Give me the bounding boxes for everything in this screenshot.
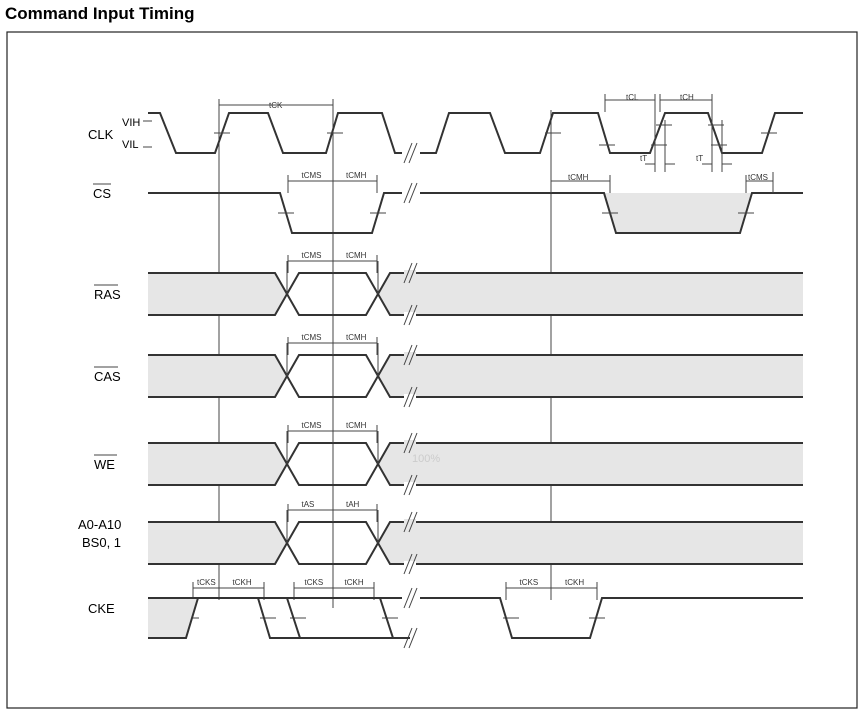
- ras-label: RAS: [94, 287, 121, 302]
- break-gap: [404, 312, 416, 318]
- addr-shaded-before: [148, 522, 287, 564]
- break-icon: [403, 432, 418, 454]
- tt-label-1: tT: [640, 154, 647, 163]
- break-gap: [404, 482, 416, 488]
- we-label: WE: [94, 457, 115, 472]
- break-icon: [403, 511, 418, 533]
- ras-tcmh-label: tCMH: [346, 251, 367, 260]
- cs-tcmh-label: tCMH: [346, 171, 367, 180]
- cs-tcms-label: tCMS: [302, 171, 322, 180]
- tck-label: tCK: [269, 101, 283, 110]
- break-icon: [403, 474, 418, 496]
- cke-waveform-low: [148, 597, 410, 639]
- ras-waveform-top: [148, 272, 803, 316]
- cas-shaded-before: [148, 355, 287, 397]
- cke-tcks-3-label: tCKS: [520, 578, 539, 587]
- cas-tcmh-label: tCMH: [346, 333, 367, 342]
- break-gap: [404, 270, 416, 276]
- break-icon: [403, 553, 418, 575]
- we-tcms-label: tCMS: [302, 421, 322, 430]
- watermark-text: 100%: [412, 453, 440, 465]
- vil-label: VIL: [122, 139, 139, 151]
- cs-tcms-label-2: tCMS: [748, 173, 768, 182]
- cke-tckh-2-label: tCKH: [345, 578, 364, 587]
- tas-label: tAS: [302, 500, 315, 509]
- cs-tcmh-label-2: tCMH: [568, 173, 589, 182]
- break-gap: [404, 352, 416, 358]
- break-icon: [403, 344, 418, 366]
- tt-label-2: tT: [696, 154, 703, 163]
- addr-waveform-top: [148, 521, 803, 565]
- cke-break-icon: [403, 587, 418, 609]
- we-tcmh-label: tCMH: [346, 421, 367, 430]
- clk-waveform: [148, 112, 803, 154]
- we-waveform-top: [148, 442, 803, 486]
- diagram-title: Command Input Timing: [5, 4, 195, 23]
- cs-break-icon: [403, 182, 418, 204]
- cs-waveform: [148, 192, 803, 234]
- cas-waveform-top: [148, 354, 803, 398]
- break-icon: [403, 386, 418, 408]
- we-shaded-before: [148, 443, 287, 485]
- clk-break-icon: [403, 142, 418, 164]
- we-shaded-after: [378, 443, 803, 485]
- cas-shaded-after: [378, 355, 803, 397]
- addr-label-2: BS0, 1: [82, 535, 121, 550]
- tah-label: tAH: [346, 500, 360, 509]
- cas-tcms-label: tCMS: [302, 333, 322, 342]
- tch-label: tCH: [680, 93, 694, 102]
- cas-label: CAS: [94, 369, 121, 384]
- cs-shaded-region: [604, 193, 752, 233]
- break-icon: [403, 304, 418, 326]
- cke-tcks-2-label: tCKS: [305, 578, 324, 587]
- clk-label: CLK: [88, 127, 114, 142]
- ras-shaded-before: [148, 273, 287, 315]
- cke-label: CKE: [88, 601, 115, 616]
- cke-waveform-high: [148, 597, 803, 639]
- break-gap: [404, 519, 416, 525]
- break-gap: [404, 440, 416, 446]
- break-gap: [404, 561, 416, 567]
- addr-shaded-after: [378, 522, 803, 564]
- addr-label-1: A0-A10: [78, 517, 121, 532]
- break-gap: [404, 394, 416, 400]
- cke-shaded-region: [148, 598, 198, 638]
- cs-label: CS: [93, 186, 111, 201]
- break-icon: [403, 262, 418, 284]
- vih-label: VIH: [122, 117, 140, 129]
- cke-tcks-1-label: tCKS: [197, 578, 216, 587]
- ras-shaded-after: [378, 273, 803, 315]
- ras-tcms-label: tCMS: [302, 251, 322, 260]
- cke-tckh-1-label: tCKH: [233, 578, 252, 587]
- diagram-frame: [6, 31, 858, 709]
- cke-tckh-3-label: tCKH: [565, 578, 584, 587]
- tcl-label: tCL: [626, 93, 639, 102]
